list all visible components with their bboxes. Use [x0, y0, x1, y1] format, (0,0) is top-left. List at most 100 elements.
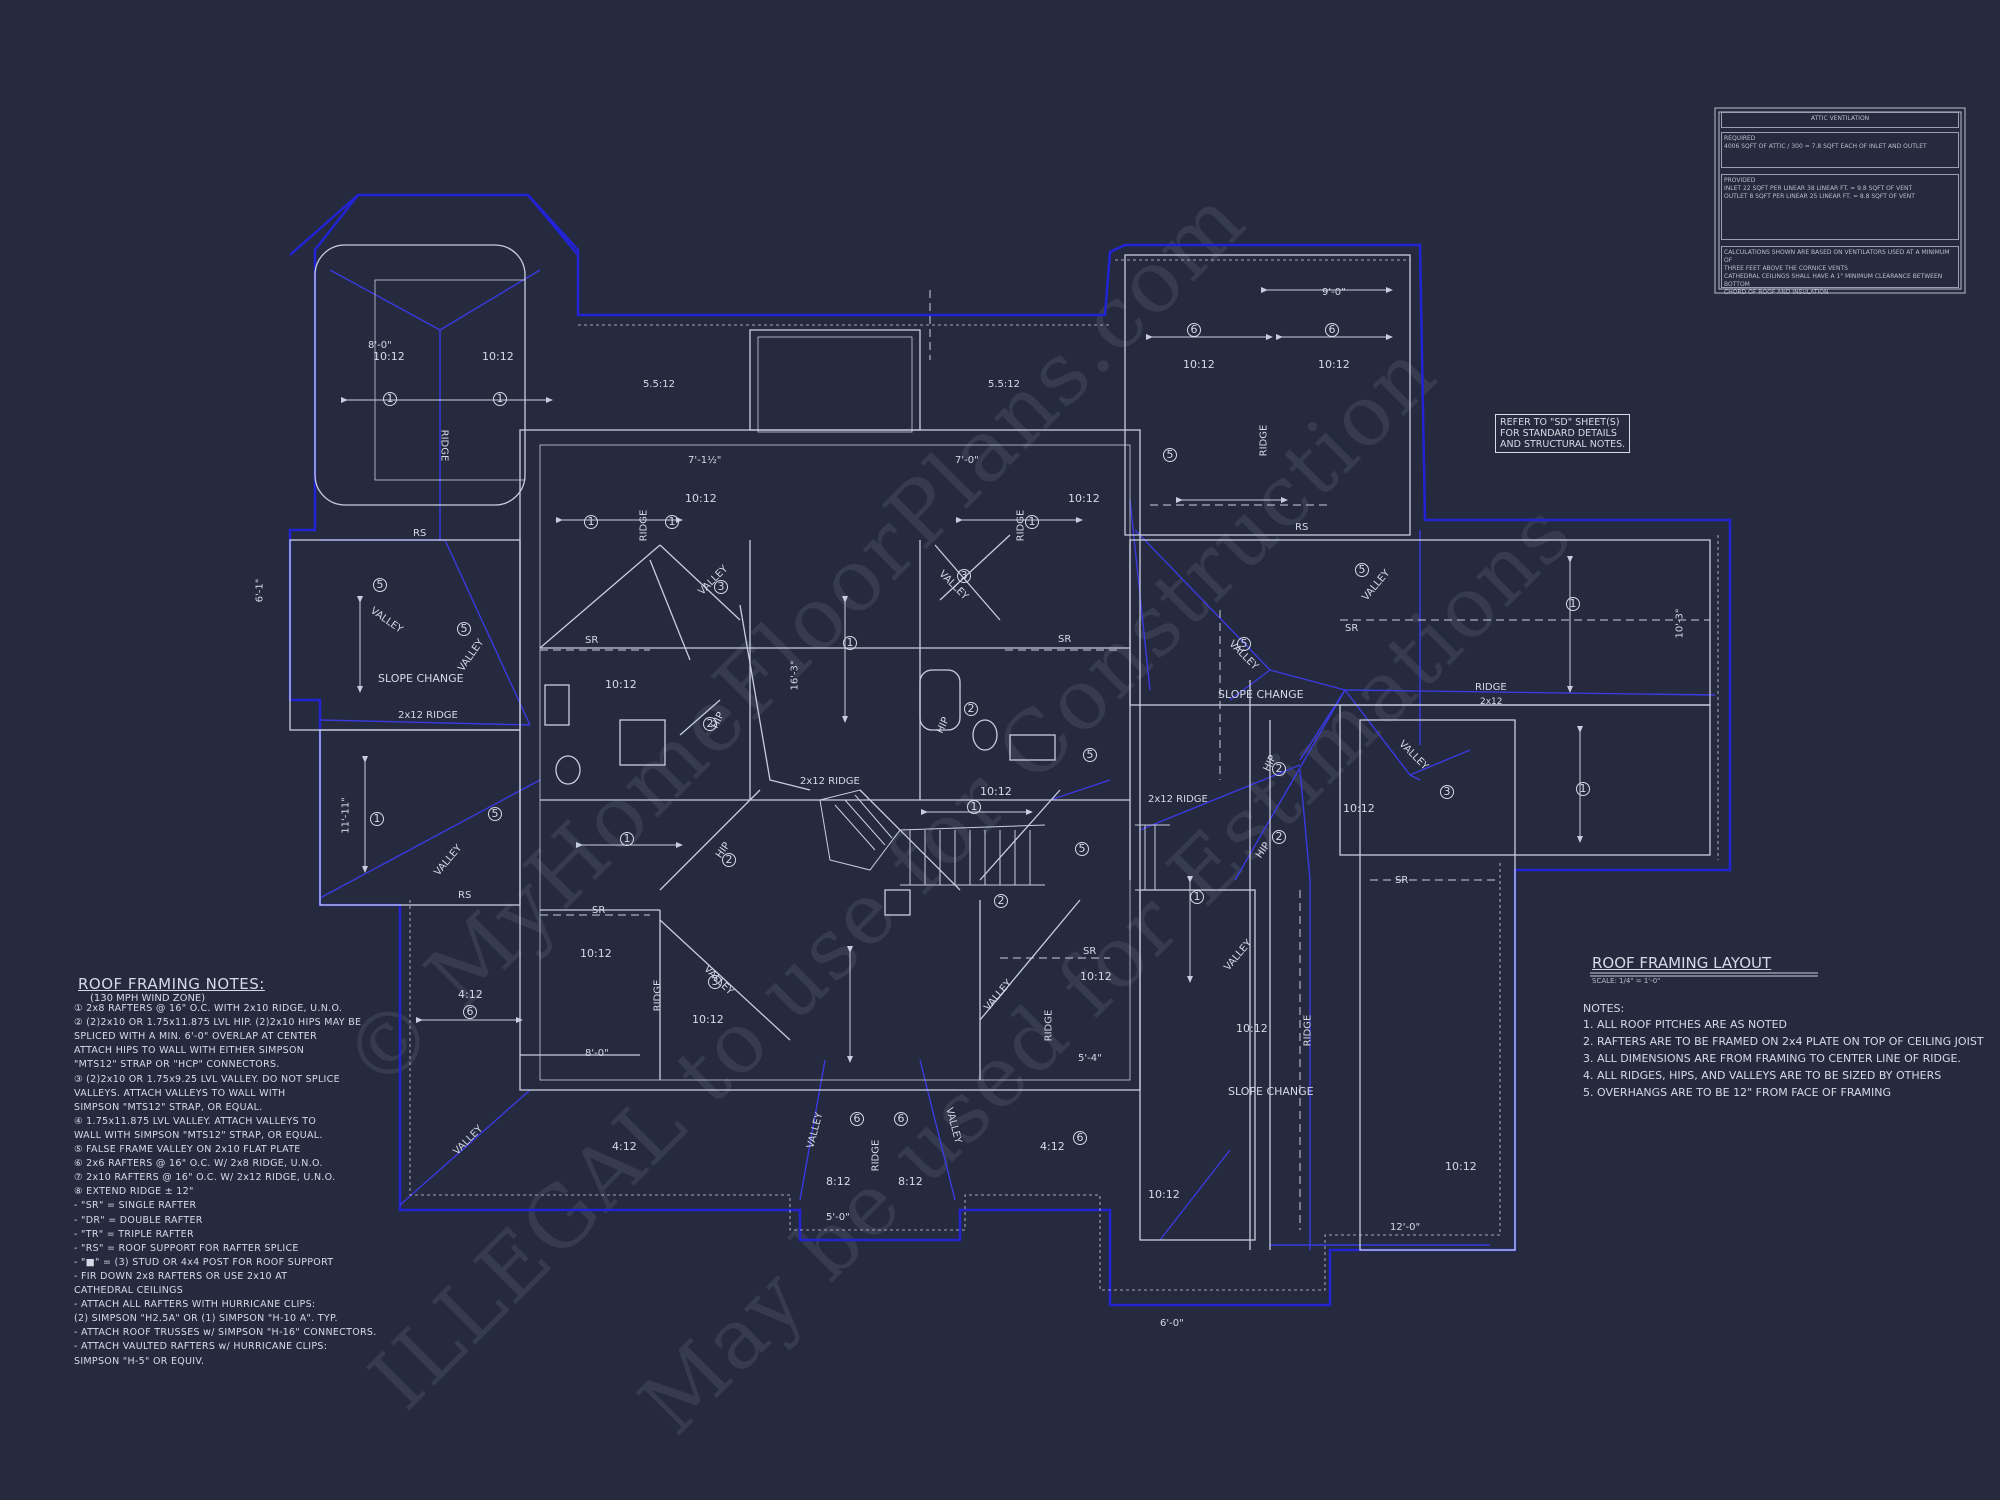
- pitch-9: 10:12: [580, 947, 612, 960]
- dim-8-0-a: 8'-0": [368, 340, 392, 351]
- vent-required-label: REQUIRED: [1724, 135, 1756, 142]
- callout-1e: 1: [1025, 515, 1039, 529]
- pitch-22: 8:12: [898, 1175, 923, 1188]
- roof-framing-note-line: - ATTACH ROOF TRUSSES w/ SIMPSON "H-16" …: [74, 1327, 377, 1339]
- pitch-7: 10:12: [605, 678, 637, 691]
- roof-framing-notes-title: ROOF FRAMING NOTES:: [78, 975, 265, 993]
- label-slope-change-3: SLOPE CHANGE: [1228, 1085, 1314, 1098]
- callout-2f: 2: [1272, 830, 1286, 844]
- label-ridge-1: RIDGE: [438, 429, 450, 462]
- roof-framing-note-line: ② (2)2x10 OR 1.75x11.875 LVL HIP. (2)2x1…: [74, 1017, 362, 1029]
- callout-1i: 1: [620, 832, 634, 846]
- roof-framing-note-line: - "SR" = SINGLE RAFTER: [74, 1200, 197, 1212]
- callout-3b: 3: [957, 569, 971, 583]
- label-sr-1: SR: [585, 635, 599, 646]
- pitch-6: 10:12: [1318, 358, 1350, 371]
- title-underline: [1590, 972, 1818, 977]
- roof-framing-note-line: ATTACH HIPS TO WALL WITH EITHER SIMPSON: [74, 1045, 305, 1057]
- dim-5-0: 5'-0": [826, 1212, 850, 1223]
- label-sr-4: SR: [592, 905, 606, 916]
- callout-6b: 6: [1325, 323, 1339, 337]
- pitch-10: 10:12: [692, 1013, 724, 1026]
- vent-inlet-line: INLET 22 SQFT PER LINEAR 38 LINEAR FT. =…: [1724, 185, 1913, 192]
- callout-5d: 5: [488, 807, 502, 821]
- dim-8-0-b: 8'-0": [585, 1048, 609, 1059]
- roof-framing-note-line: VALLEYS. ATTACH VALLEYS TO WALL WITH: [74, 1087, 286, 1099]
- label-sr-6: SR: [1395, 875, 1409, 886]
- label-ridge-7: RIDGE: [1302, 1014, 1314, 1047]
- dim-10-3: 10'-3": [1674, 608, 1686, 639]
- label-2x12-ridge-1: 2x12 RIDGE: [398, 710, 458, 721]
- roof-framing-note-line: ④ 1.75x11.875 LVL VALLEY. ATTACH VALLEYS…: [74, 1115, 317, 1127]
- label-ridge-4: RIDGE: [1258, 424, 1270, 457]
- attic-ventilation-table: ATTIC VENTILATION REQUIRED 4006 SQFT OF …: [1715, 108, 1965, 296]
- callout-3a: 3: [714, 580, 728, 594]
- roof-framing-note-line: CATHEDRAL CEILINGS: [74, 1285, 184, 1296]
- refer-line-1: REFER TO "SD" SHEET(S): [1500, 417, 1620, 428]
- pitch-20: 4:12: [1040, 1140, 1065, 1153]
- layout-note-3: 3. ALL DIMENSIONS ARE FROM FRAMING TO CE…: [1583, 1052, 1961, 1065]
- callout-1j: 1: [967, 800, 981, 814]
- layout-note-5: 5. OVERHANGS ARE TO BE 12" FROM FACE OF …: [1583, 1086, 1892, 1099]
- pitch-13: 10:12: [1343, 802, 1375, 815]
- pitch-14: 10:12: [1445, 1160, 1477, 1173]
- label-2x12-ridge-2: 2x12 RIDGE: [800, 776, 860, 787]
- callout-5a: 5: [1163, 448, 1177, 462]
- dim-7-0: 7'-0": [955, 455, 979, 466]
- roof-framing-note-line: "MTS12" STRAP OR "HCP" CONNECTORS.: [74, 1059, 280, 1071]
- pitch-2: 10:12: [482, 350, 514, 363]
- dim-6-0: 6'-0": [1160, 1318, 1184, 1329]
- label-ridge-east-size: 2x12: [1480, 697, 1503, 707]
- callout-5h: 5: [1083, 748, 1097, 762]
- pitch-8: 10:12: [980, 785, 1012, 798]
- dim-7-1: 7'-1½": [688, 455, 722, 466]
- callout-2b: 2: [722, 853, 736, 867]
- layout-notes-list: 1. ALL ROOF PITCHES ARE AS NOTED 2. RAFT…: [1583, 1016, 1984, 1101]
- roof-framing-note-line: ⑥ 2x6 RAFTERS @ 16" O.C. W/ 2x8 RIDGE, U…: [74, 1158, 323, 1170]
- label-sr-2: SR: [1058, 634, 1072, 645]
- pitch-5: 10:12: [1183, 358, 1215, 371]
- rafter-arrows: [341, 287, 1583, 1063]
- callout-1f: 1: [1566, 597, 1580, 611]
- vent-calc-notes: CALCULATIONS SHOWN ARE BASED ON VENTILAT…: [1721, 246, 1959, 296]
- roof-framing-note-line: ① 2x8 RAFTERS @ 16" O.C. WITH 2x10 RIDGE…: [74, 1003, 343, 1014]
- roof-framing-note-line: (2) SIMPSON "H2.5A" OR (1) SIMPSON "H-10…: [74, 1313, 338, 1325]
- dim-16-3: 16'-3": [789, 660, 801, 691]
- callout-6d: 6: [1073, 1131, 1087, 1145]
- refer-line-2: FOR STANDARD DETAILS: [1500, 428, 1617, 439]
- refer-line-3: AND STRUCTURAL NOTES.: [1500, 439, 1626, 450]
- roof-framing-layout-scale: SCALE: 1/4" = 1'-0": [1592, 977, 1661, 985]
- roof-framing-note-line: ⑦ 2x10 RAFTERS @ 16" O.C. W/ 2x12 RIDGE,…: [74, 1172, 336, 1184]
- callout-1d: 1: [665, 515, 679, 529]
- vent-calc-line-4: CHORD OF ROOF AND INSULATION: [1724, 289, 1829, 296]
- pitch-16: 5.5:12: [643, 379, 675, 390]
- callout-1g: 1: [1576, 782, 1590, 796]
- callout-1h: 1: [370, 812, 384, 826]
- refer-sd-note: REFER TO "SD" SHEET(S) FOR STANDARD DETA…: [1495, 414, 1631, 453]
- pitch-3: 10:12: [685, 492, 717, 505]
- label-slope-change-2: SLOPE CHANGE: [1218, 688, 1304, 701]
- callout-1l: 1: [1190, 890, 1204, 904]
- vent-calc-line-3: CATHEDRAL CEILINGS SHALL HAVE A 1" MINIM…: [1724, 273, 1943, 288]
- roof-framing-note-line: - "DR" = DOUBLE RAFTER: [74, 1214, 203, 1226]
- roof-framing-note-line: - "■" = (3) STUD OR 4x4 POST FOR ROOF SU…: [74, 1256, 334, 1268]
- dim-11-11: 11'-11": [340, 797, 352, 834]
- label-ridge-5: RIDGE: [652, 979, 664, 1012]
- callout-3c: 3: [708, 975, 722, 989]
- label-rs-2: RS: [1295, 522, 1309, 533]
- pitch-21: 8:12: [826, 1175, 851, 1188]
- roof-blue-lines: [319, 269, 1716, 1250]
- callout-1a: 1: [383, 392, 397, 406]
- dim-12-0: 12'-0": [1390, 1222, 1421, 1233]
- label-sr-5: SR: [1083, 946, 1097, 957]
- layout-note-4: 4. ALL RIDGES, HIPS, AND VALLEYS ARE TO …: [1583, 1069, 1942, 1082]
- callout-1c: 1: [584, 515, 598, 529]
- vent-provided: PROVIDED INLET 22 SQFT PER LINEAR 38 LIN…: [1721, 174, 1959, 240]
- label-rs-1: RS: [413, 528, 427, 539]
- roof-framing-note-line: - ATTACH ALL RAFTERS WITH HURRICANE CLIP…: [74, 1299, 316, 1311]
- vent-calc-line-1: CALCULATIONS SHOWN ARE BASED ON VENTILAT…: [1724, 249, 1950, 264]
- label-2x12-ridge-3: 2x12 RIDGE: [1148, 794, 1208, 805]
- dim-9-0: 9'-0": [1322, 287, 1346, 298]
- callout-5f: 5: [1355, 563, 1369, 577]
- callout-6f: 6: [894, 1112, 908, 1126]
